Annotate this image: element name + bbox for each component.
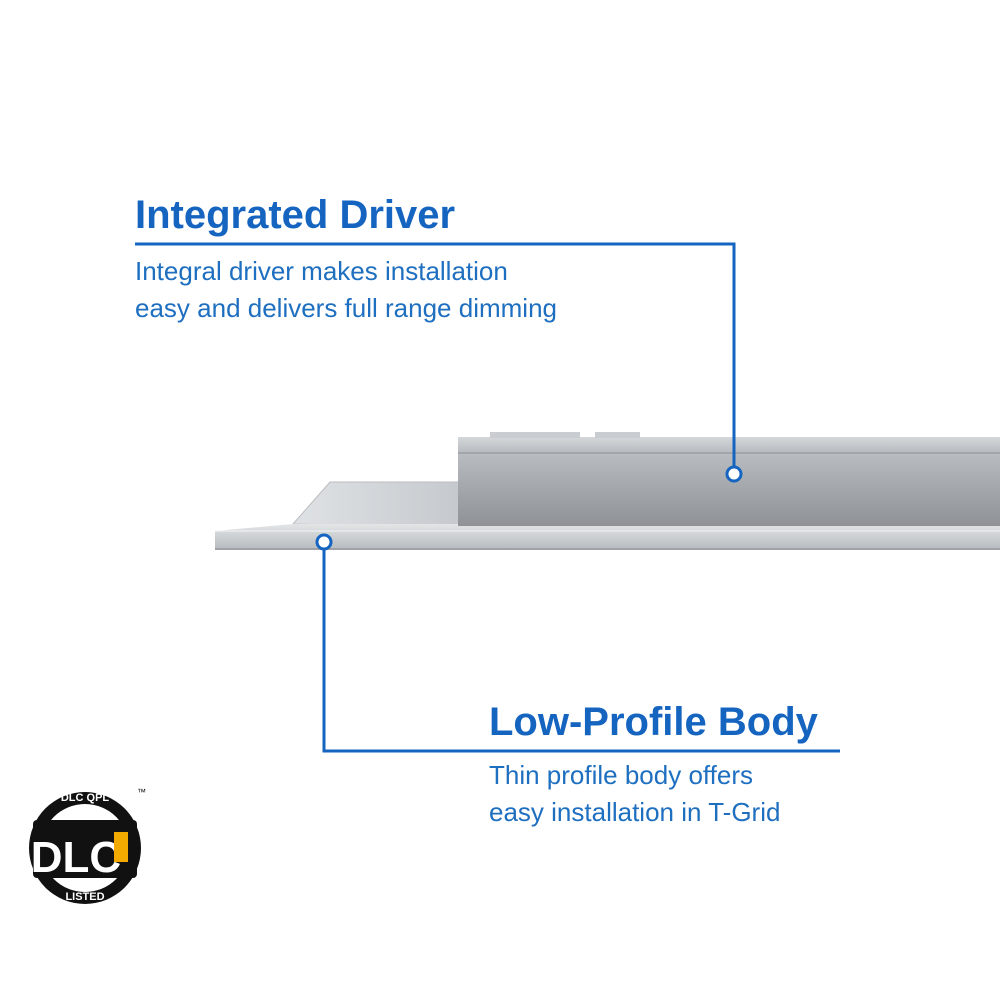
body-description-line-1: Thin profile body offers (489, 760, 753, 790)
body-heading: Low-Profile Body (489, 700, 818, 744)
driver-description-line-1: Integral driver makes installation (135, 256, 508, 286)
body-description-line-2: easy installation in T-Grid (489, 797, 781, 827)
panel-body (215, 481, 1000, 550)
badge-top-text: DLC QPL (61, 792, 110, 804)
badge-main-text: DLC (31, 833, 121, 882)
driver-box (458, 432, 1000, 526)
dlc-qpl-badge: DLC QPL DLC LISTED ™ (29, 787, 146, 904)
body-callout-line (315, 533, 840, 753)
driver-description-line-2: easy and delivers full range dimming (135, 293, 557, 323)
driver-heading: Integrated Driver (135, 193, 456, 237)
badge-trademark: ™ (137, 787, 146, 797)
driver-callout-line (135, 242, 743, 483)
badge-bottom-text: LISTED (65, 891, 104, 903)
